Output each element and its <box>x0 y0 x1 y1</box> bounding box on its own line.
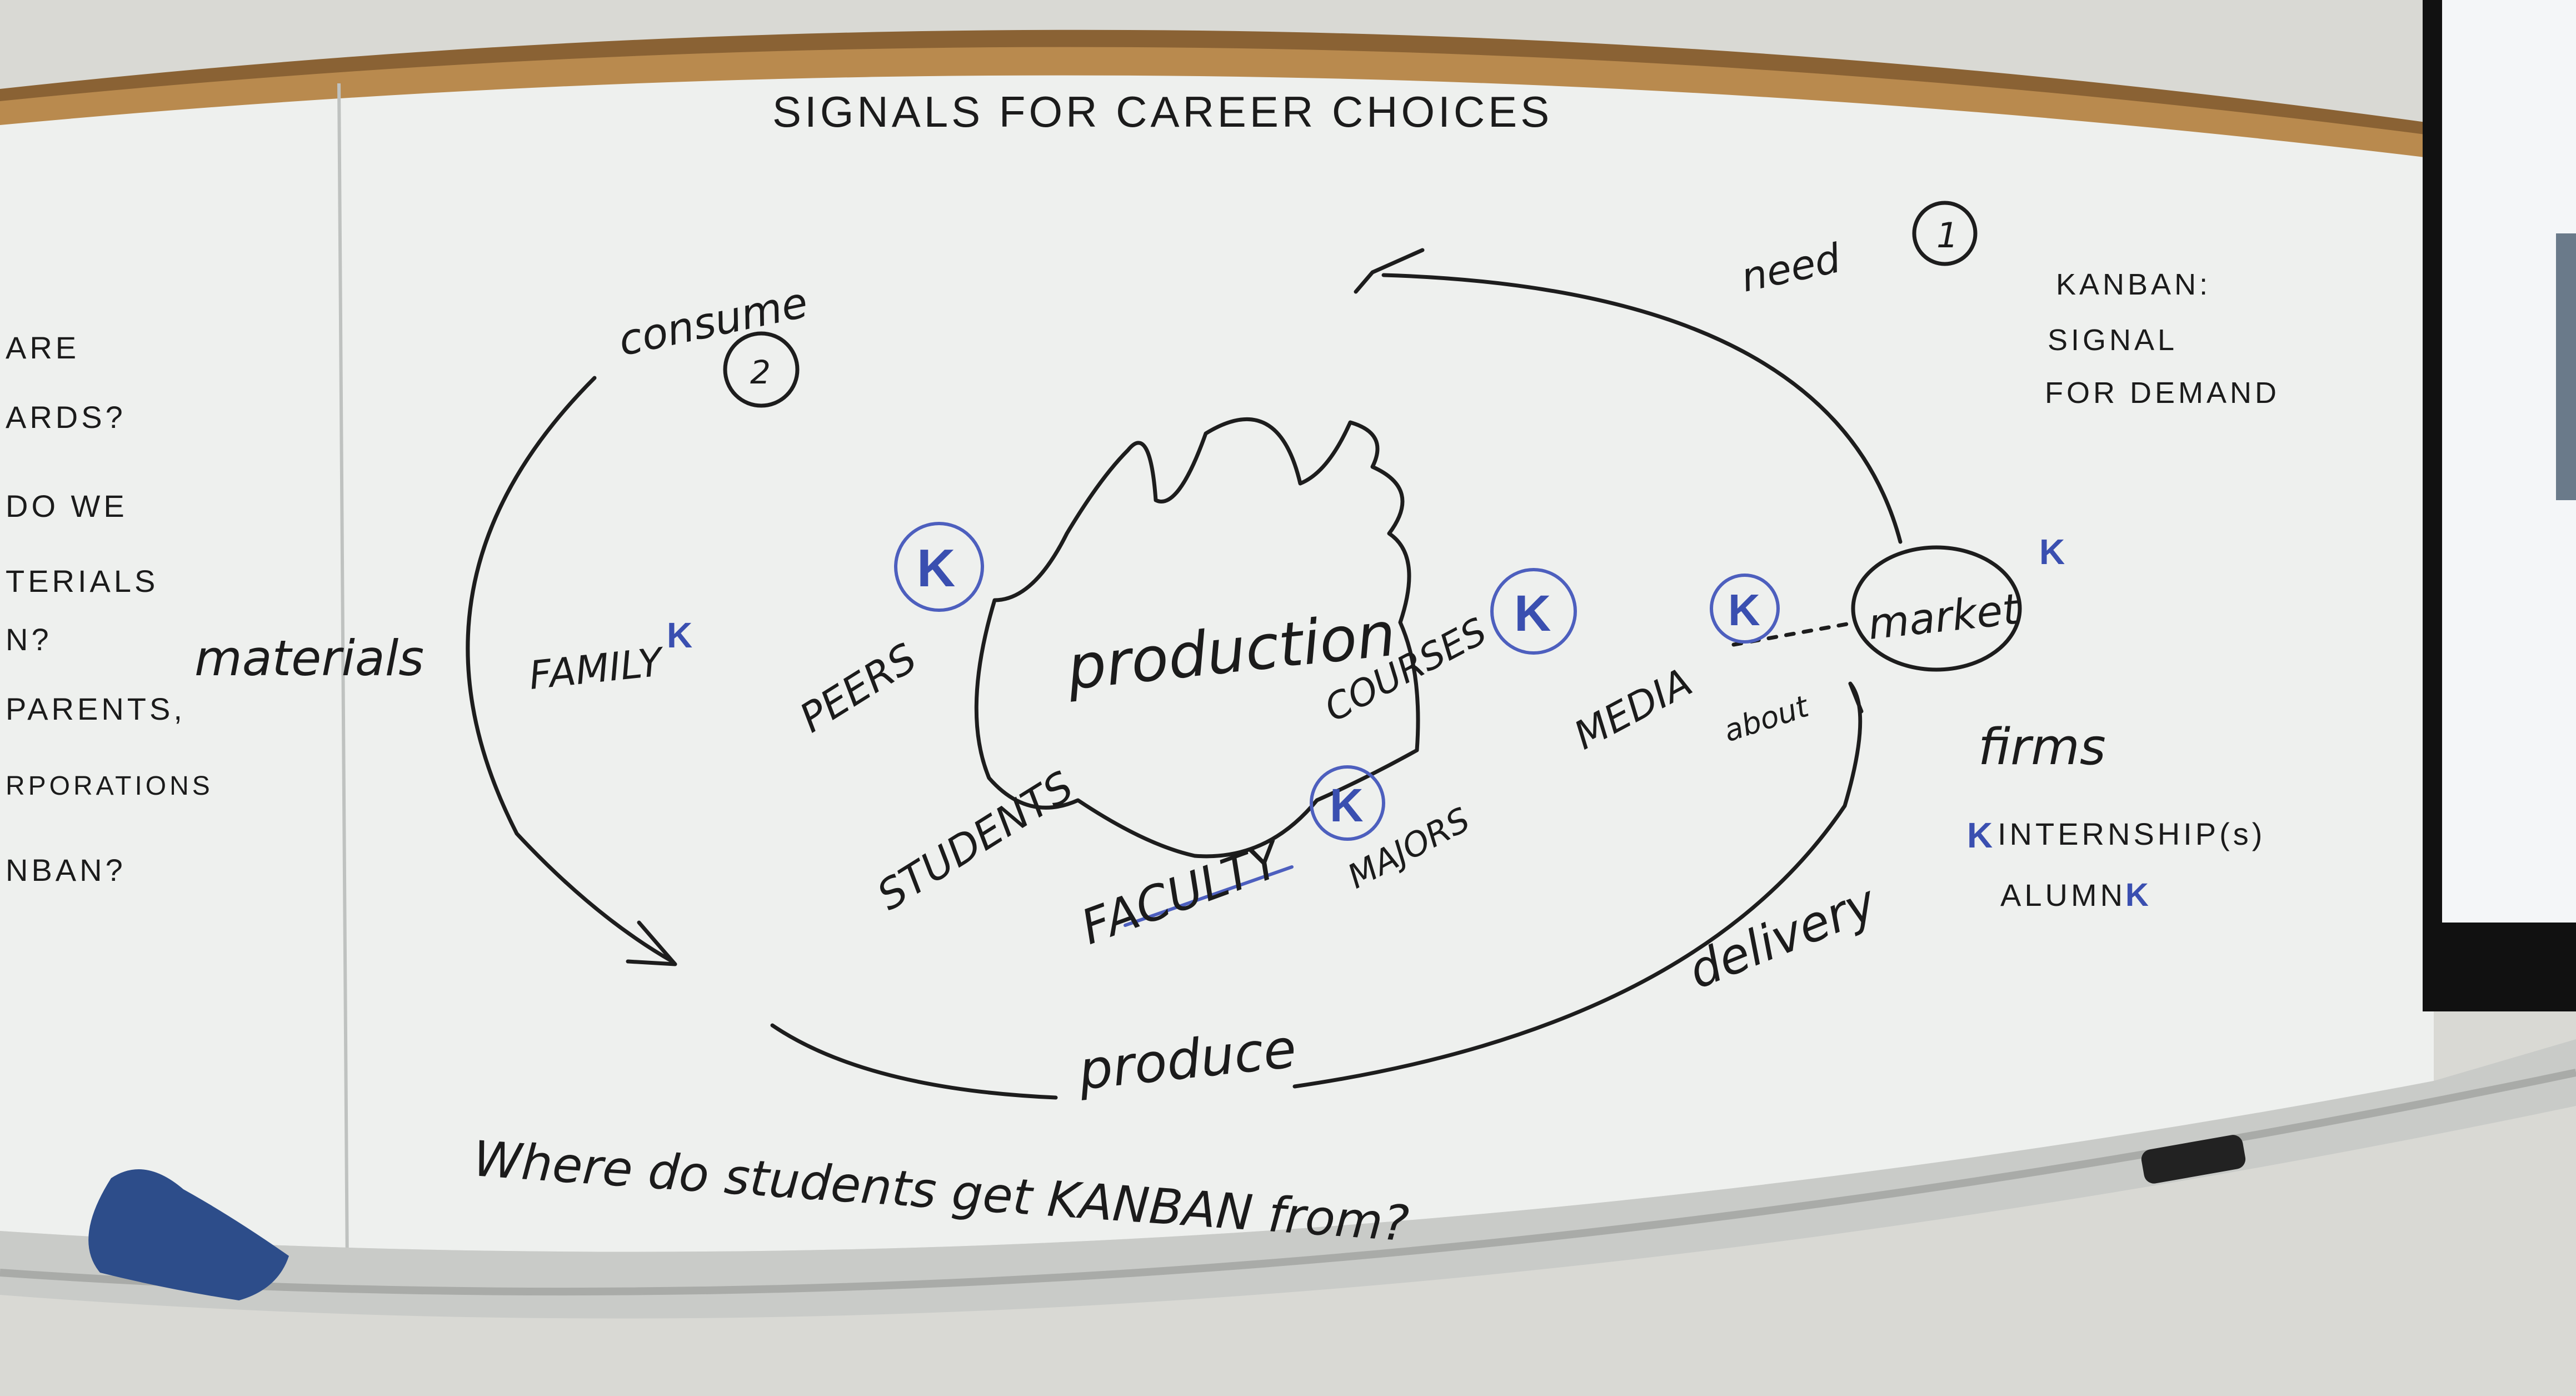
need-step: 1 <box>1936 215 1958 256</box>
consume-arrow <box>466 376 675 964</box>
step-2-circle <box>723 331 800 408</box>
svg-text:RPORATIONS: RPORATIONS <box>6 771 213 801</box>
board-title: SIGNALS FOR CAREER CHOICES <box>772 87 1552 136</box>
cloth <box>88 1169 289 1300</box>
production-cloud <box>974 417 1420 859</box>
kanban-k-faculty: K <box>1330 779 1364 831</box>
eraser <box>2141 1135 2246 1184</box>
svg-text:DO WE: DO WE <box>6 488 128 524</box>
board-seam <box>337 83 349 1273</box>
svg-text:N?: N? <box>6 622 52 657</box>
projector-screen <box>2442 0 2576 923</box>
alumni-label: ALUMNI <box>2000 878 2138 913</box>
internships-label: INTERNSHIP(s) <box>1998 816 2265 851</box>
kanban-k-media: K <box>1728 585 1760 635</box>
kanban-k-peers: K <box>917 539 955 598</box>
delivery-arrow <box>1292 681 1864 1089</box>
produce-arc-left <box>770 1023 1058 1100</box>
need-arrow <box>1381 273 1903 544</box>
kanban-note-line1: KANBAN: <box>2056 268 2211 301</box>
firms-label: firms <box>1978 718 2106 776</box>
kanban-note-line2: SIGNAL <box>2048 323 2178 357</box>
svg-text:NBAN?: NBAN? <box>6 852 126 888</box>
kanban-k-alumni: K <box>2125 877 2149 913</box>
kanban-marks: K K K K K K K K <box>667 522 2149 913</box>
materials-label: materials <box>194 630 424 687</box>
svg-text:TERIALS: TERIALS <box>6 564 158 599</box>
kanban-k-family: K <box>667 615 692 655</box>
faculty-underline <box>1124 865 1294 927</box>
kanban-note-line3: FOR DEMAND <box>2045 376 2280 410</box>
svg-text:ARE: ARE <box>6 330 79 365</box>
svg-text:PARENTS,: PARENTS, <box>6 691 186 726</box>
whiteboard-surface <box>0 75 2434 1252</box>
step-1-circle <box>1912 201 1978 266</box>
market-circle <box>1851 545 2022 672</box>
consume-step: 2 <box>750 353 771 391</box>
svg-text:ARDS?: ARDS? <box>6 400 126 435</box>
kanban-k-courses: K <box>1514 585 1551 642</box>
kanban-k-internships: K <box>1967 815 1993 855</box>
left-notes: ARE ARDS? DO WE TERIALS N? PARENTS, RPOR… <box>6 330 213 888</box>
kanban-k-market: K <box>2039 532 2065 572</box>
